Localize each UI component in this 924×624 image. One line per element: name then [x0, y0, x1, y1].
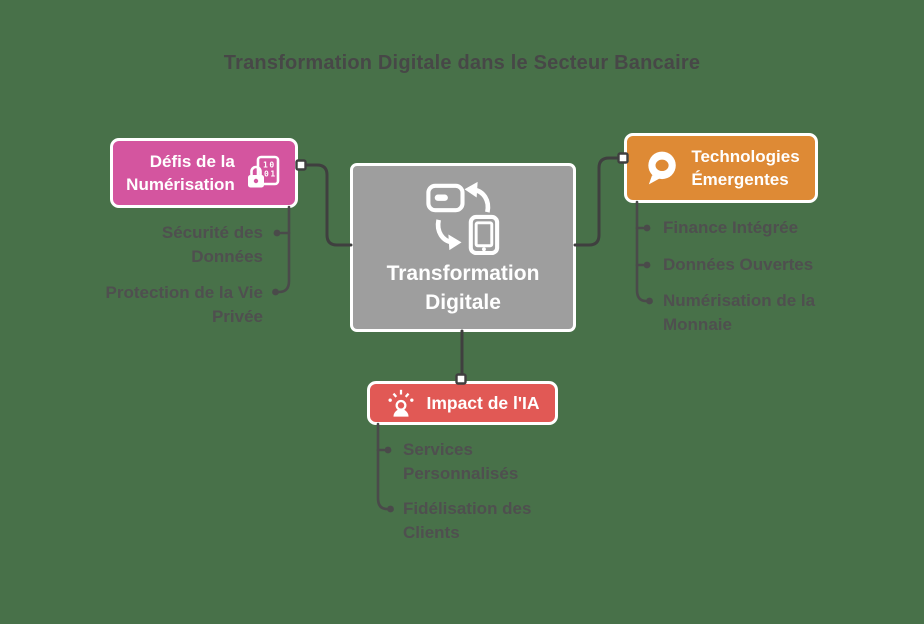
- node-defis-numerisation[interactable]: Défis de la Numérisation 10 01: [110, 138, 298, 208]
- bullet-dot: [273, 229, 281, 237]
- right-subtree-line: [635, 200, 648, 303]
- center-node-label: Transformation Digitale: [386, 262, 540, 314]
- diagram-title: Transformation Digitale dans le Secteur …: [223, 52, 701, 74]
- connector-center-to-technologies: [573, 156, 623, 247]
- subtopic-numerisation-monnaie[interactable]: Numérisation de la Monnaie: [663, 291, 816, 334]
- svg-text:10: 10: [263, 161, 276, 170]
- encrypted-data-lock-icon: 10 01: [247, 155, 280, 188]
- bullet-dot: [643, 261, 651, 269]
- subtopic-finance-integree[interactable]: Finance Intégrée: [663, 218, 799, 237]
- ai-spark-person-icon: [388, 389, 414, 417]
- subtopic-protection-vie-privee[interactable]: Protection de la Vie Privée: [105, 283, 263, 326]
- bullet-dot: [646, 297, 653, 305]
- speech-bubble-icon: [648, 151, 677, 185]
- connector-center-to-defis: [300, 163, 353, 247]
- branch-label: Impact de l'IA: [426, 393, 540, 413]
- svg-text:01: 01: [264, 170, 277, 179]
- bullet-dot: [272, 288, 279, 296]
- bullet-dot: [643, 224, 651, 232]
- bullet-dot: [387, 505, 394, 513]
- bullet-dot: [384, 446, 392, 454]
- subtopic-fidelisation-clients[interactable]: Fidélisation des Clients: [403, 499, 532, 542]
- bottom-subtree-line: [376, 422, 389, 511]
- branch-label: Technologies Émergentes: [691, 147, 800, 189]
- subtopic-services-personnalises[interactable]: Services Personnalisés: [403, 440, 519, 483]
- subtopic-securite-donnees[interactable]: Sécurité des Données: [161, 223, 263, 266]
- node-technologies-emergentes[interactable]: Technologies Émergentes: [624, 133, 818, 203]
- branch-label: Défis de la Numérisation: [126, 152, 235, 194]
- node-transformation-digitale[interactable]: Transformation Digitale: [350, 163, 576, 332]
- node-impact-ia[interactable]: Impact de l'IA: [367, 381, 558, 425]
- card-phone-sync-icon: [426, 181, 500, 255]
- left-subtree-line: [277, 205, 291, 294]
- subtopic-donnees-ouvertes[interactable]: Données Ouvertes: [663, 255, 814, 274]
